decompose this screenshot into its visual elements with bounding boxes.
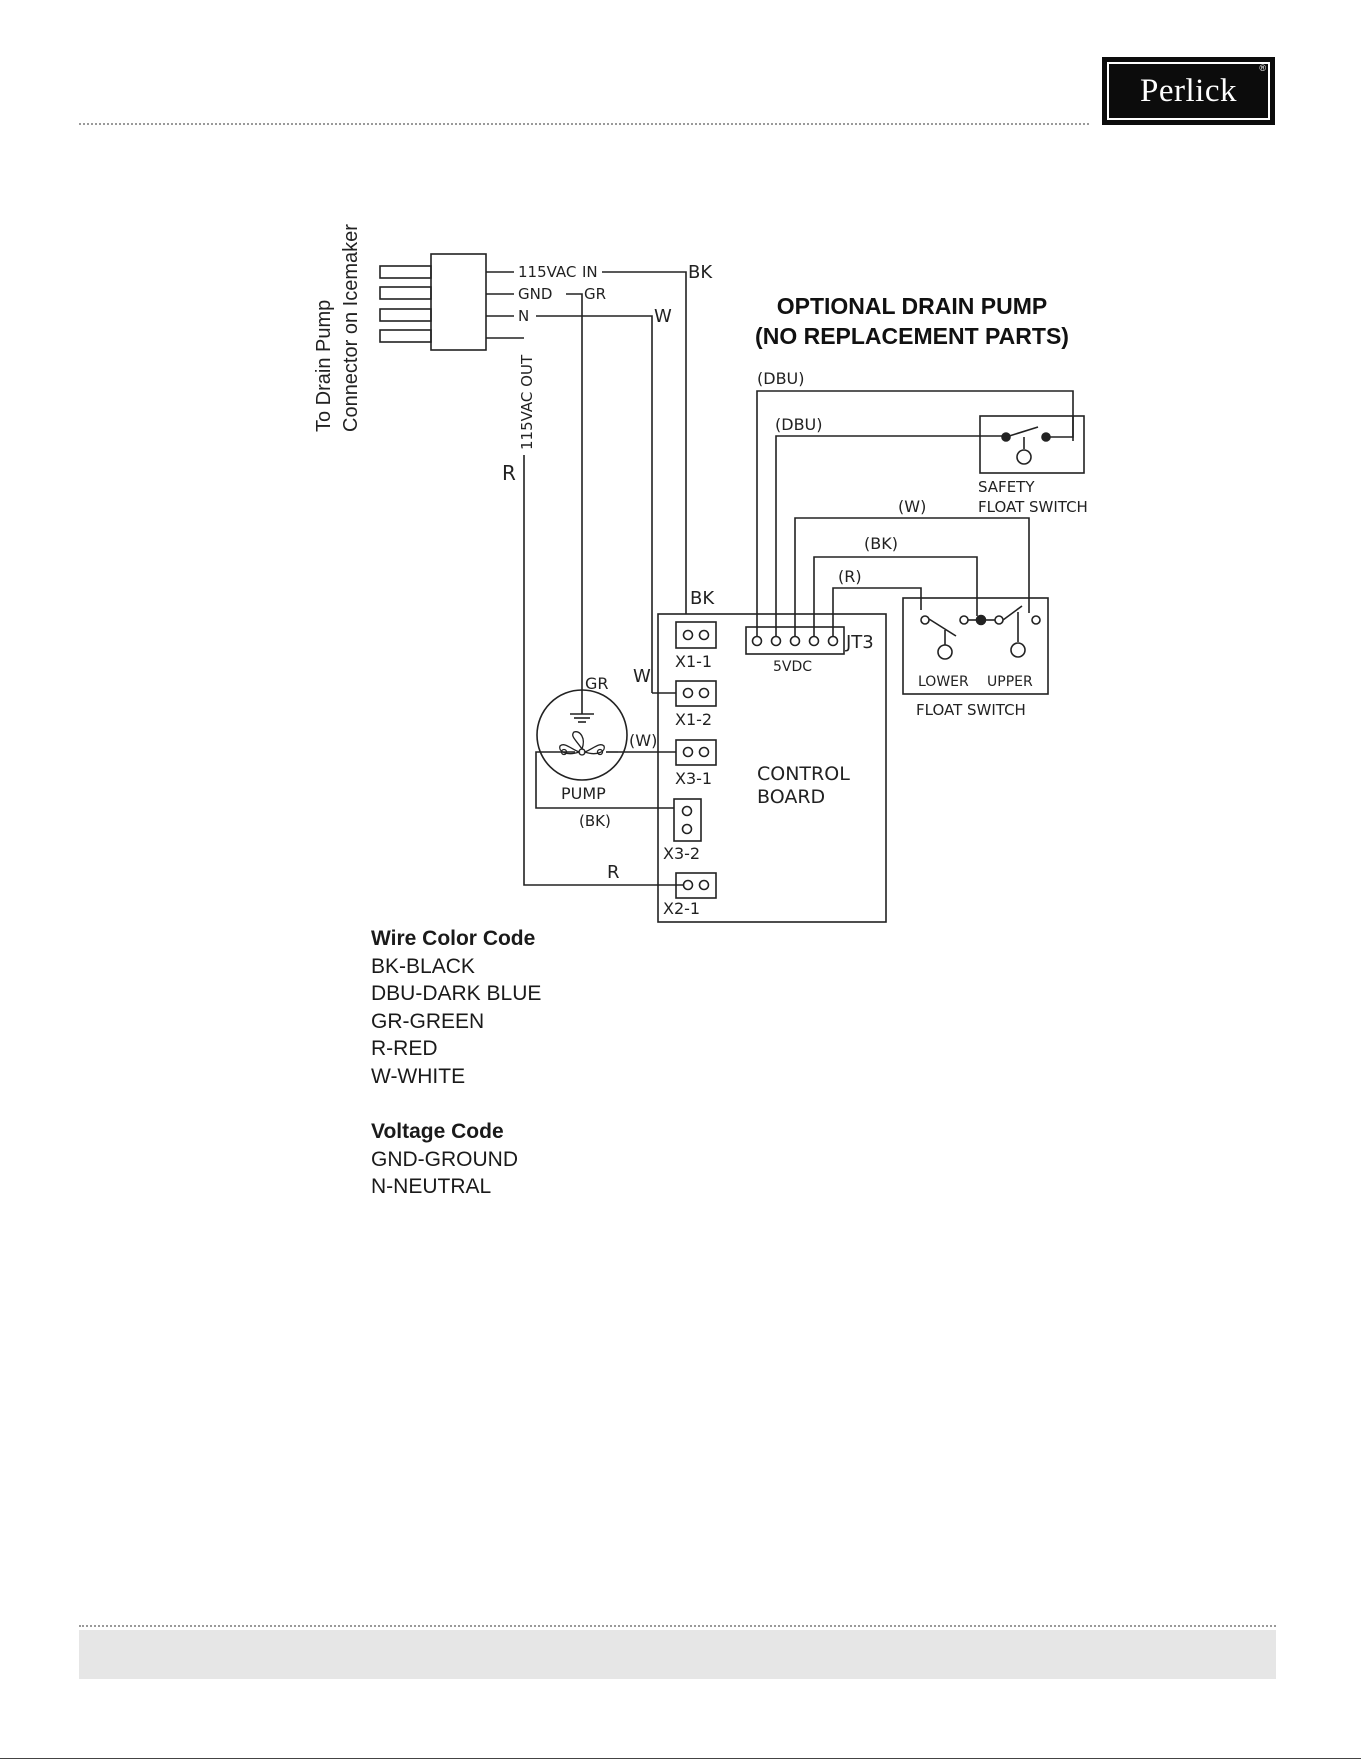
pin-in-label: IN <box>582 263 598 281</box>
wire-r-float <box>832 587 922 636</box>
pump-label: PUMP <box>561 784 606 803</box>
float-switch <box>902 597 1049 695</box>
terminal-x3-2 <box>673 798 702 842</box>
wire-gr-gnd <box>566 293 583 708</box>
terminal-x3-2-label: X3-2 <box>663 844 700 863</box>
wire-w-float <box>794 517 1030 636</box>
control-board <box>657 613 887 923</box>
upper-label: UPPER <box>987 674 1033 690</box>
wire-dbu-label-outer: (DBU) <box>757 369 805 388</box>
terminal-x2-1-label: X2-1 <box>663 899 700 918</box>
safety-float-switch <box>979 415 1085 474</box>
wire-r-out <box>523 455 684 886</box>
wire-bk-in <box>602 271 687 614</box>
legend-item: W-WHITE <box>371 1064 466 1088</box>
pin-115vac-label: 115VAC <box>518 263 576 281</box>
color-code-legend: Wire Color Code BK-BLACK DBU-DARK BLUE G… <box>371 925 541 1201</box>
vdc-label: 5VDC <box>773 659 812 675</box>
wire-gr-label-pump: GR <box>585 674 609 693</box>
legend-item: R-RED <box>371 1037 438 1060</box>
jt3-label: JT3 <box>845 632 874 653</box>
legend-item: BK-BLACK <box>371 954 475 978</box>
wire-w-label-top: W <box>654 306 672 327</box>
wire-bk-paren-pump: (BK) <box>579 812 611 830</box>
terminal-x1-1 <box>675 621 717 649</box>
pin-n-label: N <box>518 307 529 325</box>
lower-label: LOWER <box>918 674 969 690</box>
terminal-x3-1 <box>675 739 717 766</box>
wire-r-paren-float: (R) <box>838 567 862 586</box>
diagram-title-line1: OPTIONAL DRAIN PUMP <box>777 293 1047 319</box>
pin-gnd-label: GND <box>518 285 552 303</box>
voltage-code-heading: Voltage Code <box>371 1120 504 1143</box>
footer-bar <box>79 1630 1276 1679</box>
pump-motor <box>536 689 628 781</box>
wire-bk-paren-float: (BK) <box>864 534 898 553</box>
wire-pump-return <box>535 751 674 809</box>
connector-caption-line1: To Drain Pump <box>313 300 335 432</box>
terminal-x1-1-label: X1-1 <box>675 652 712 671</box>
wire-w-paren-float: (W) <box>898 497 926 516</box>
connector-caption-line2: Connector on Icemaker <box>340 224 362 432</box>
wire-bk-label-top: BK <box>688 262 713 283</box>
wire-gr-label-top: GR <box>584 285 606 303</box>
wire-w-n <box>536 315 653 693</box>
footer-dotted-rule <box>79 1625 1276 1627</box>
wire-dbu-inner <box>775 435 975 636</box>
legend-item: GND-GROUND <box>371 1147 518 1171</box>
legend-item: DBU-DARK BLUE <box>371 982 542 1005</box>
header-dotted-rule <box>79 123 1089 125</box>
terminal-x2-1 <box>675 872 717 899</box>
registered-mark: ® <box>1259 63 1266 73</box>
diagram-title-line2: (NO REPLACEMENT PARTS) <box>755 323 1069 349</box>
legend-spacer <box>371 1090 541 1118</box>
terminal-x3-1-label: X3-1 <box>675 769 712 788</box>
safety-label-line2: FLOAT SWITCH <box>978 498 1088 516</box>
perlick-logo: Perlick ® <box>1102 57 1275 125</box>
wire-dbu-label-inner: (DBU) <box>775 415 823 434</box>
wire-w-paren-pump: (W) <box>629 731 657 750</box>
logo-text: Perlick <box>1107 62 1270 120</box>
out-label: 115VAC OUT <box>518 354 536 450</box>
float-switch-label: FLOAT SWITCH <box>916 701 1026 719</box>
wire-bk-label-board: BK <box>690 588 715 609</box>
legend-item: GR-GREEN <box>371 1009 485 1033</box>
pump-impeller-icon <box>559 731 605 756</box>
terminal-x1-2-label: X1-2 <box>675 710 712 729</box>
legend-item: N-NEUTRAL <box>371 1175 492 1198</box>
terminal-x1-2 <box>675 680 717 707</box>
wire-r-label-left: R <box>502 461 516 485</box>
control-board-label-line2: BOARD <box>757 786 825 808</box>
icemaker-connector <box>379 253 524 351</box>
wire-w-label-board: W <box>633 666 651 687</box>
control-board-label-line1: CONTROL <box>757 763 850 785</box>
wire-bk-float <box>813 556 978 636</box>
bottom-edge-line <box>0 1758 1361 1759</box>
wire-color-heading: Wire Color Code <box>371 927 536 950</box>
safety-label-line1: SAFETY <box>978 478 1035 496</box>
wire-r-label-board: R <box>607 862 620 883</box>
